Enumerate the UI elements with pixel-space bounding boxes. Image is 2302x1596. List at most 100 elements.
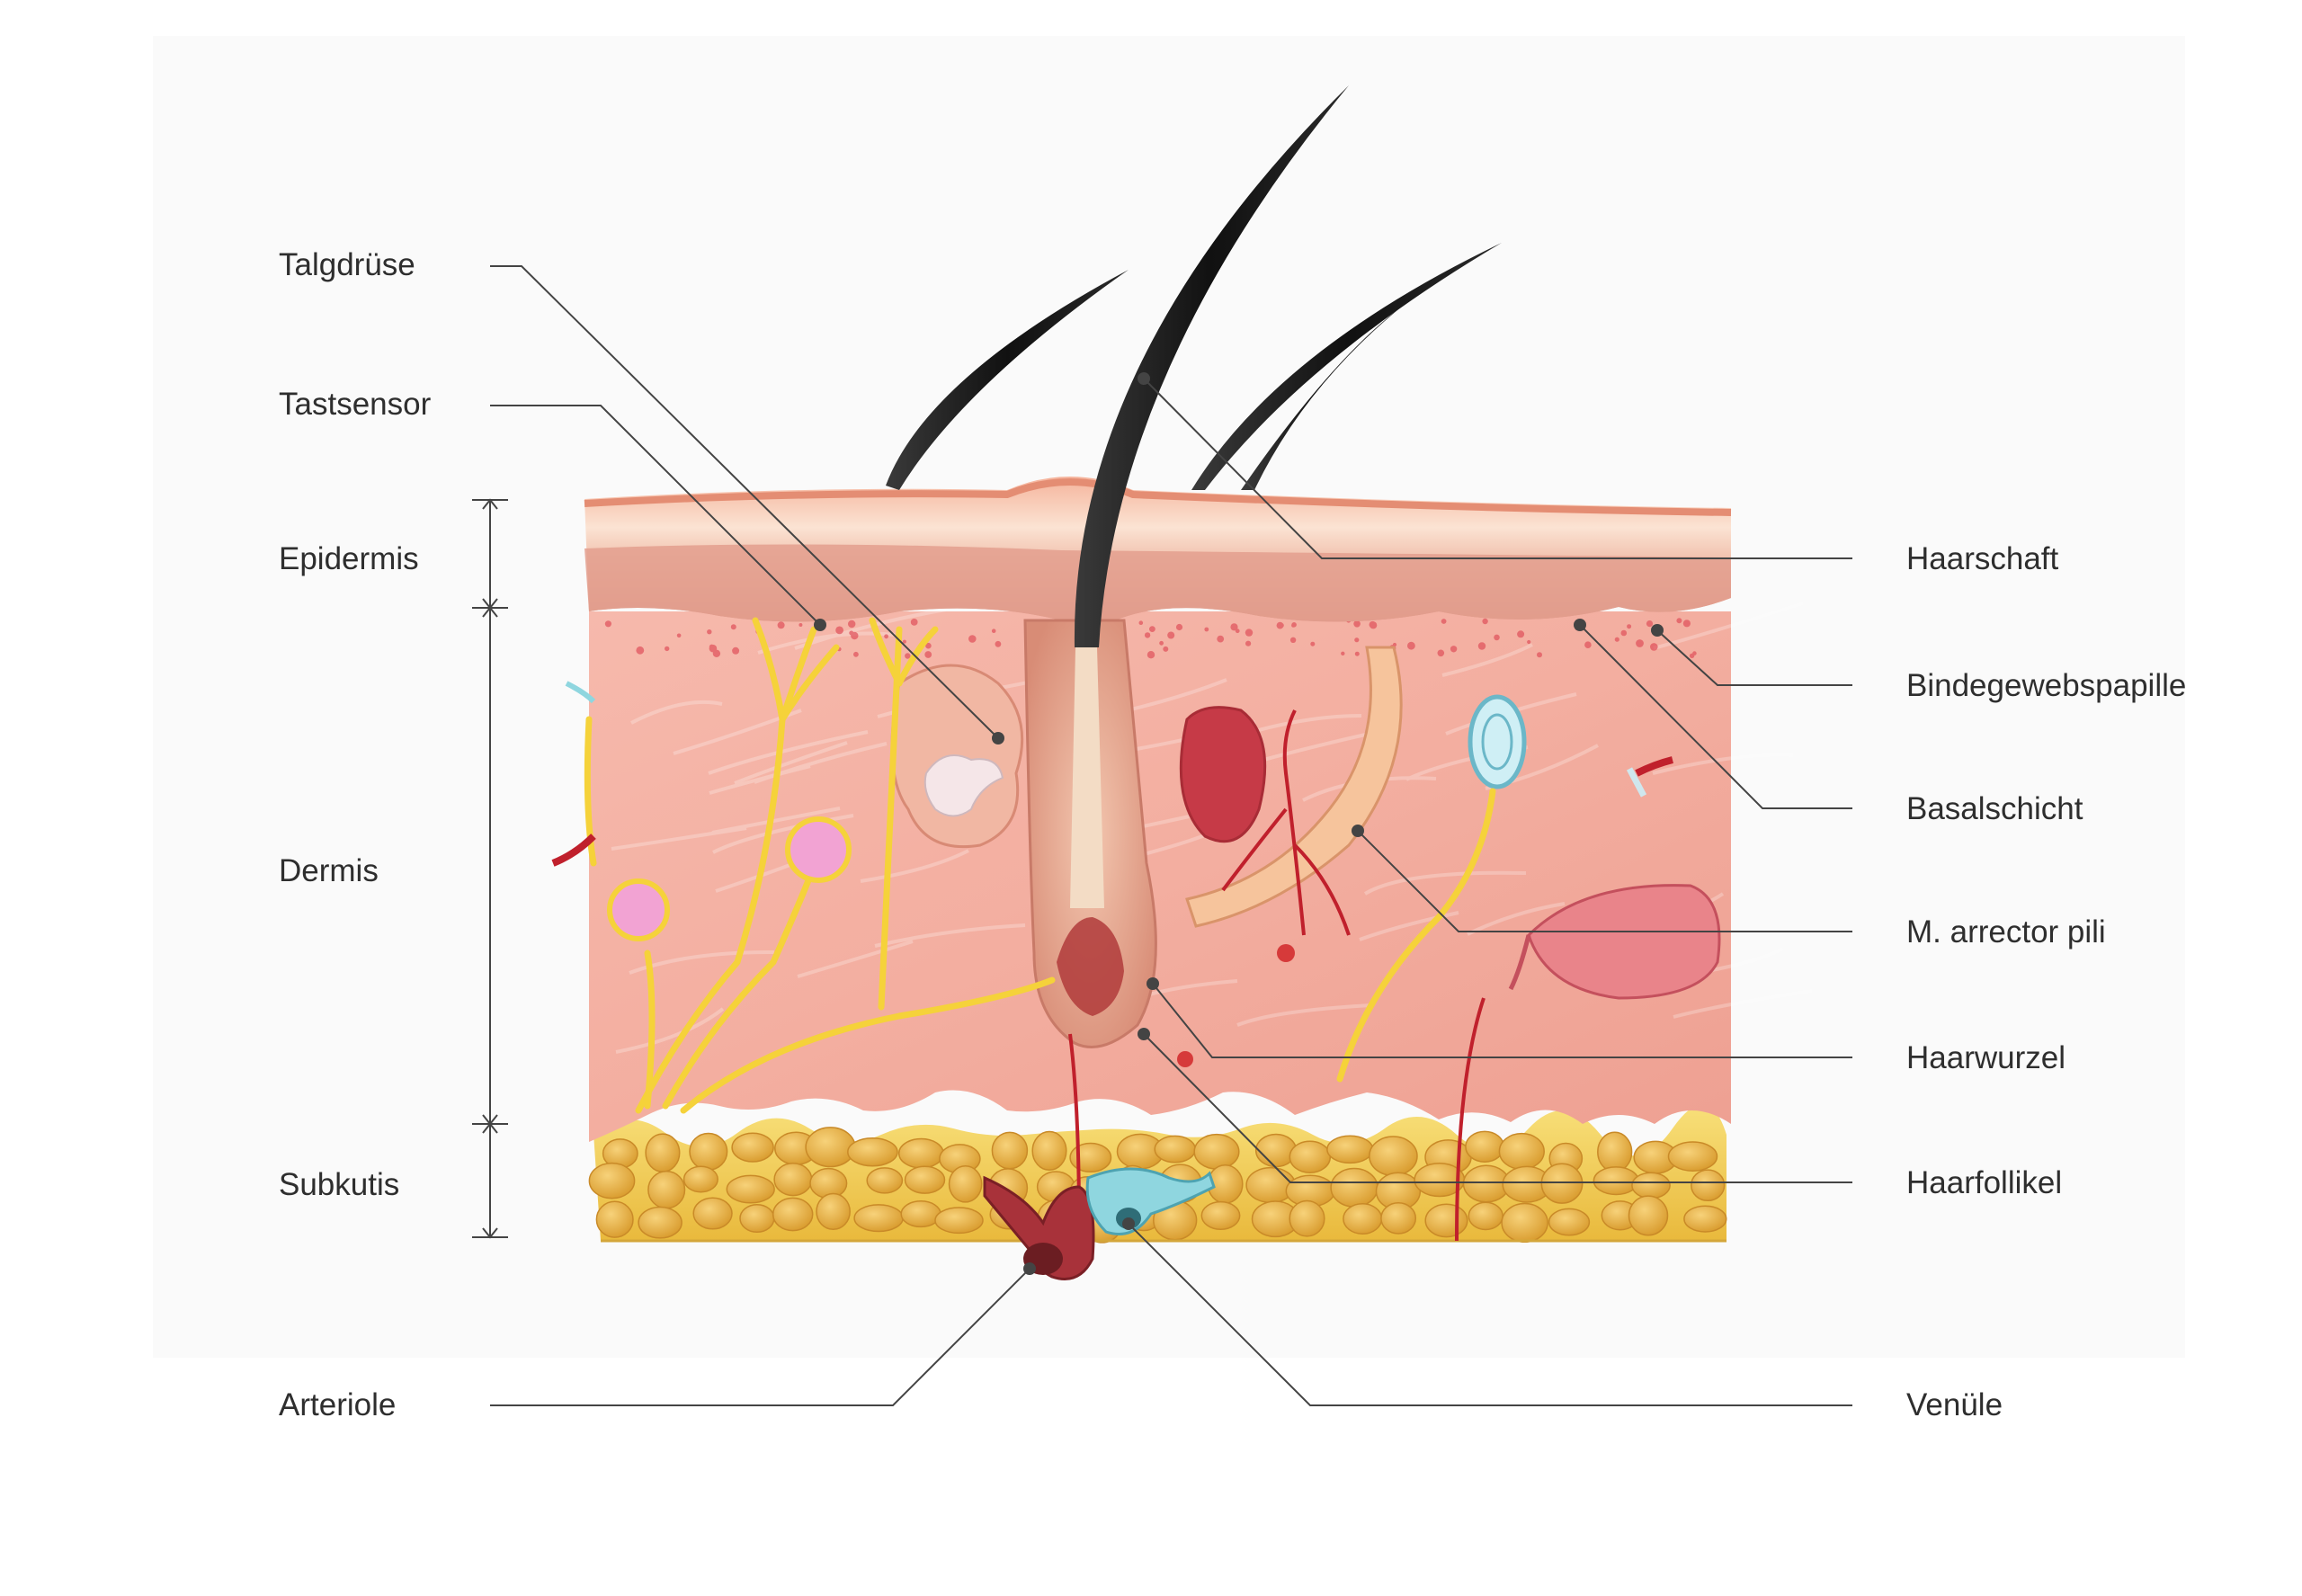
papilla-dot [1537,652,1542,658]
dermis-fiber [874,923,1026,948]
left-vessel [565,681,596,704]
papilla-dot [902,639,906,644]
papilla-dot [905,653,911,659]
label-bindegewebspapille: Bindegewebspapille [1906,668,2187,703]
label-venuele: Venüle [1906,1387,2003,1422]
papilla-dot [1341,651,1345,655]
fat-cell [1369,1136,1418,1177]
arteriole-vessel [983,1175,1095,1280]
papilla-dot [1147,651,1155,659]
fat-cell [1628,1195,1669,1236]
fat-cell [991,1131,1029,1170]
papilla-dot [1230,623,1238,631]
label-dermis: Dermis [279,853,379,888]
papilla-dot [1407,641,1415,650]
fat-cell [1498,1132,1545,1171]
papilla-dot [1167,631,1175,639]
fat-cell [1154,1135,1196,1164]
right-vessel [1626,767,1647,798]
fat-cell [1593,1166,1639,1196]
label-arteriole: Arteriole [279,1387,397,1422]
leader-talgdruese [490,265,999,739]
papilla-dot [1291,623,1296,628]
papilla-dot [1149,626,1155,632]
fat-cell [1289,1140,1332,1173]
right-vessel [1635,756,1673,777]
gland-cavity [1179,706,1267,843]
fat-cell [809,1167,848,1199]
papilla-dot [1477,642,1486,650]
papilla-dot [1614,637,1619,642]
fat-cell [773,1163,813,1197]
papilla-dot [777,621,785,629]
papilla-dot [910,619,918,626]
leader-haarwurzel [1152,983,1852,1058]
pacinian-corpuscle [1468,694,1527,789]
papilla-dot [604,620,612,628]
papilla-dot [1369,620,1377,629]
fat-cell [683,1165,718,1193]
papilla-dot [1636,639,1644,647]
meissner-corpuscles [607,816,852,941]
hairs [886,85,1502,647]
papilla-dot [991,629,996,633]
sebaceous-gland [890,664,1024,849]
fat-cell [1683,1205,1727,1233]
dermis-fiber [860,849,969,883]
papilla-dot [1437,649,1445,657]
fat-cell [1289,1199,1325,1237]
papilla-dot [665,646,670,652]
leader-haarschaft [1143,378,1852,559]
fat-cell [900,1200,941,1228]
dermis-fiber [1652,753,1794,775]
papilla-dot [851,631,859,640]
fat-cell [866,1167,904,1194]
papilla-dot [1646,620,1654,628]
papilla-dot [968,635,977,643]
papilla-dot [799,623,803,627]
dermis-fiber [1359,911,1459,941]
label-subkutis: Subkutis [279,1167,400,1202]
papilla-dot [1620,629,1628,637]
fat-cell [1691,1169,1726,1202]
leader-bindegewebspapille [1656,629,1852,686]
papilla-dot [1276,621,1284,629]
papilla-dot [707,629,712,635]
label-talgdruese: Talgdrüse [279,247,415,282]
fat-cell [805,1127,856,1168]
arrector-pili-muscle [1185,646,1403,928]
papilla-dot [1204,627,1209,632]
dermis-fiber [1653,602,1804,650]
papilla-dot [1353,620,1361,628]
papilla-dot [676,633,682,638]
vessel-dot [1277,944,1295,962]
papilla-dot [848,620,856,629]
papilla-dot [835,626,843,635]
leader-arrector [1357,830,1852,932]
fat-cell [1468,1201,1503,1231]
fat-cell [1501,1202,1548,1244]
label-haarwurzel: Haarwurzel [1906,1040,2066,1075]
sweat-gland [1508,884,1721,1000]
fat-cell [692,1197,733,1230]
papilla-dot [1482,618,1488,625]
fat-cell [847,1137,898,1167]
label-haarschaft: Haarschaft [1906,541,2059,576]
papilla-dot [1584,641,1592,648]
leader-haarfollikel [1143,1033,1852,1183]
papilla-dot [732,646,740,655]
label-epidermis: Epidermis [279,541,419,576]
leader-basalschicht [1579,624,1852,809]
papilla-dot [1650,643,1658,651]
dermis-fiber [630,700,723,725]
fat-cell [1540,1163,1584,1204]
label-arrector-pili: M. arrector pili [1906,914,2106,950]
dermis-fiber [1467,902,1566,936]
papilla-dot [995,640,1002,647]
dermis-fiber [611,826,747,851]
papilla-dot [1310,641,1316,646]
papilla-dot [1494,634,1500,641]
fat-cell [638,1206,683,1239]
papilla-dot [1175,623,1183,631]
fat-cell [1465,1130,1505,1163]
